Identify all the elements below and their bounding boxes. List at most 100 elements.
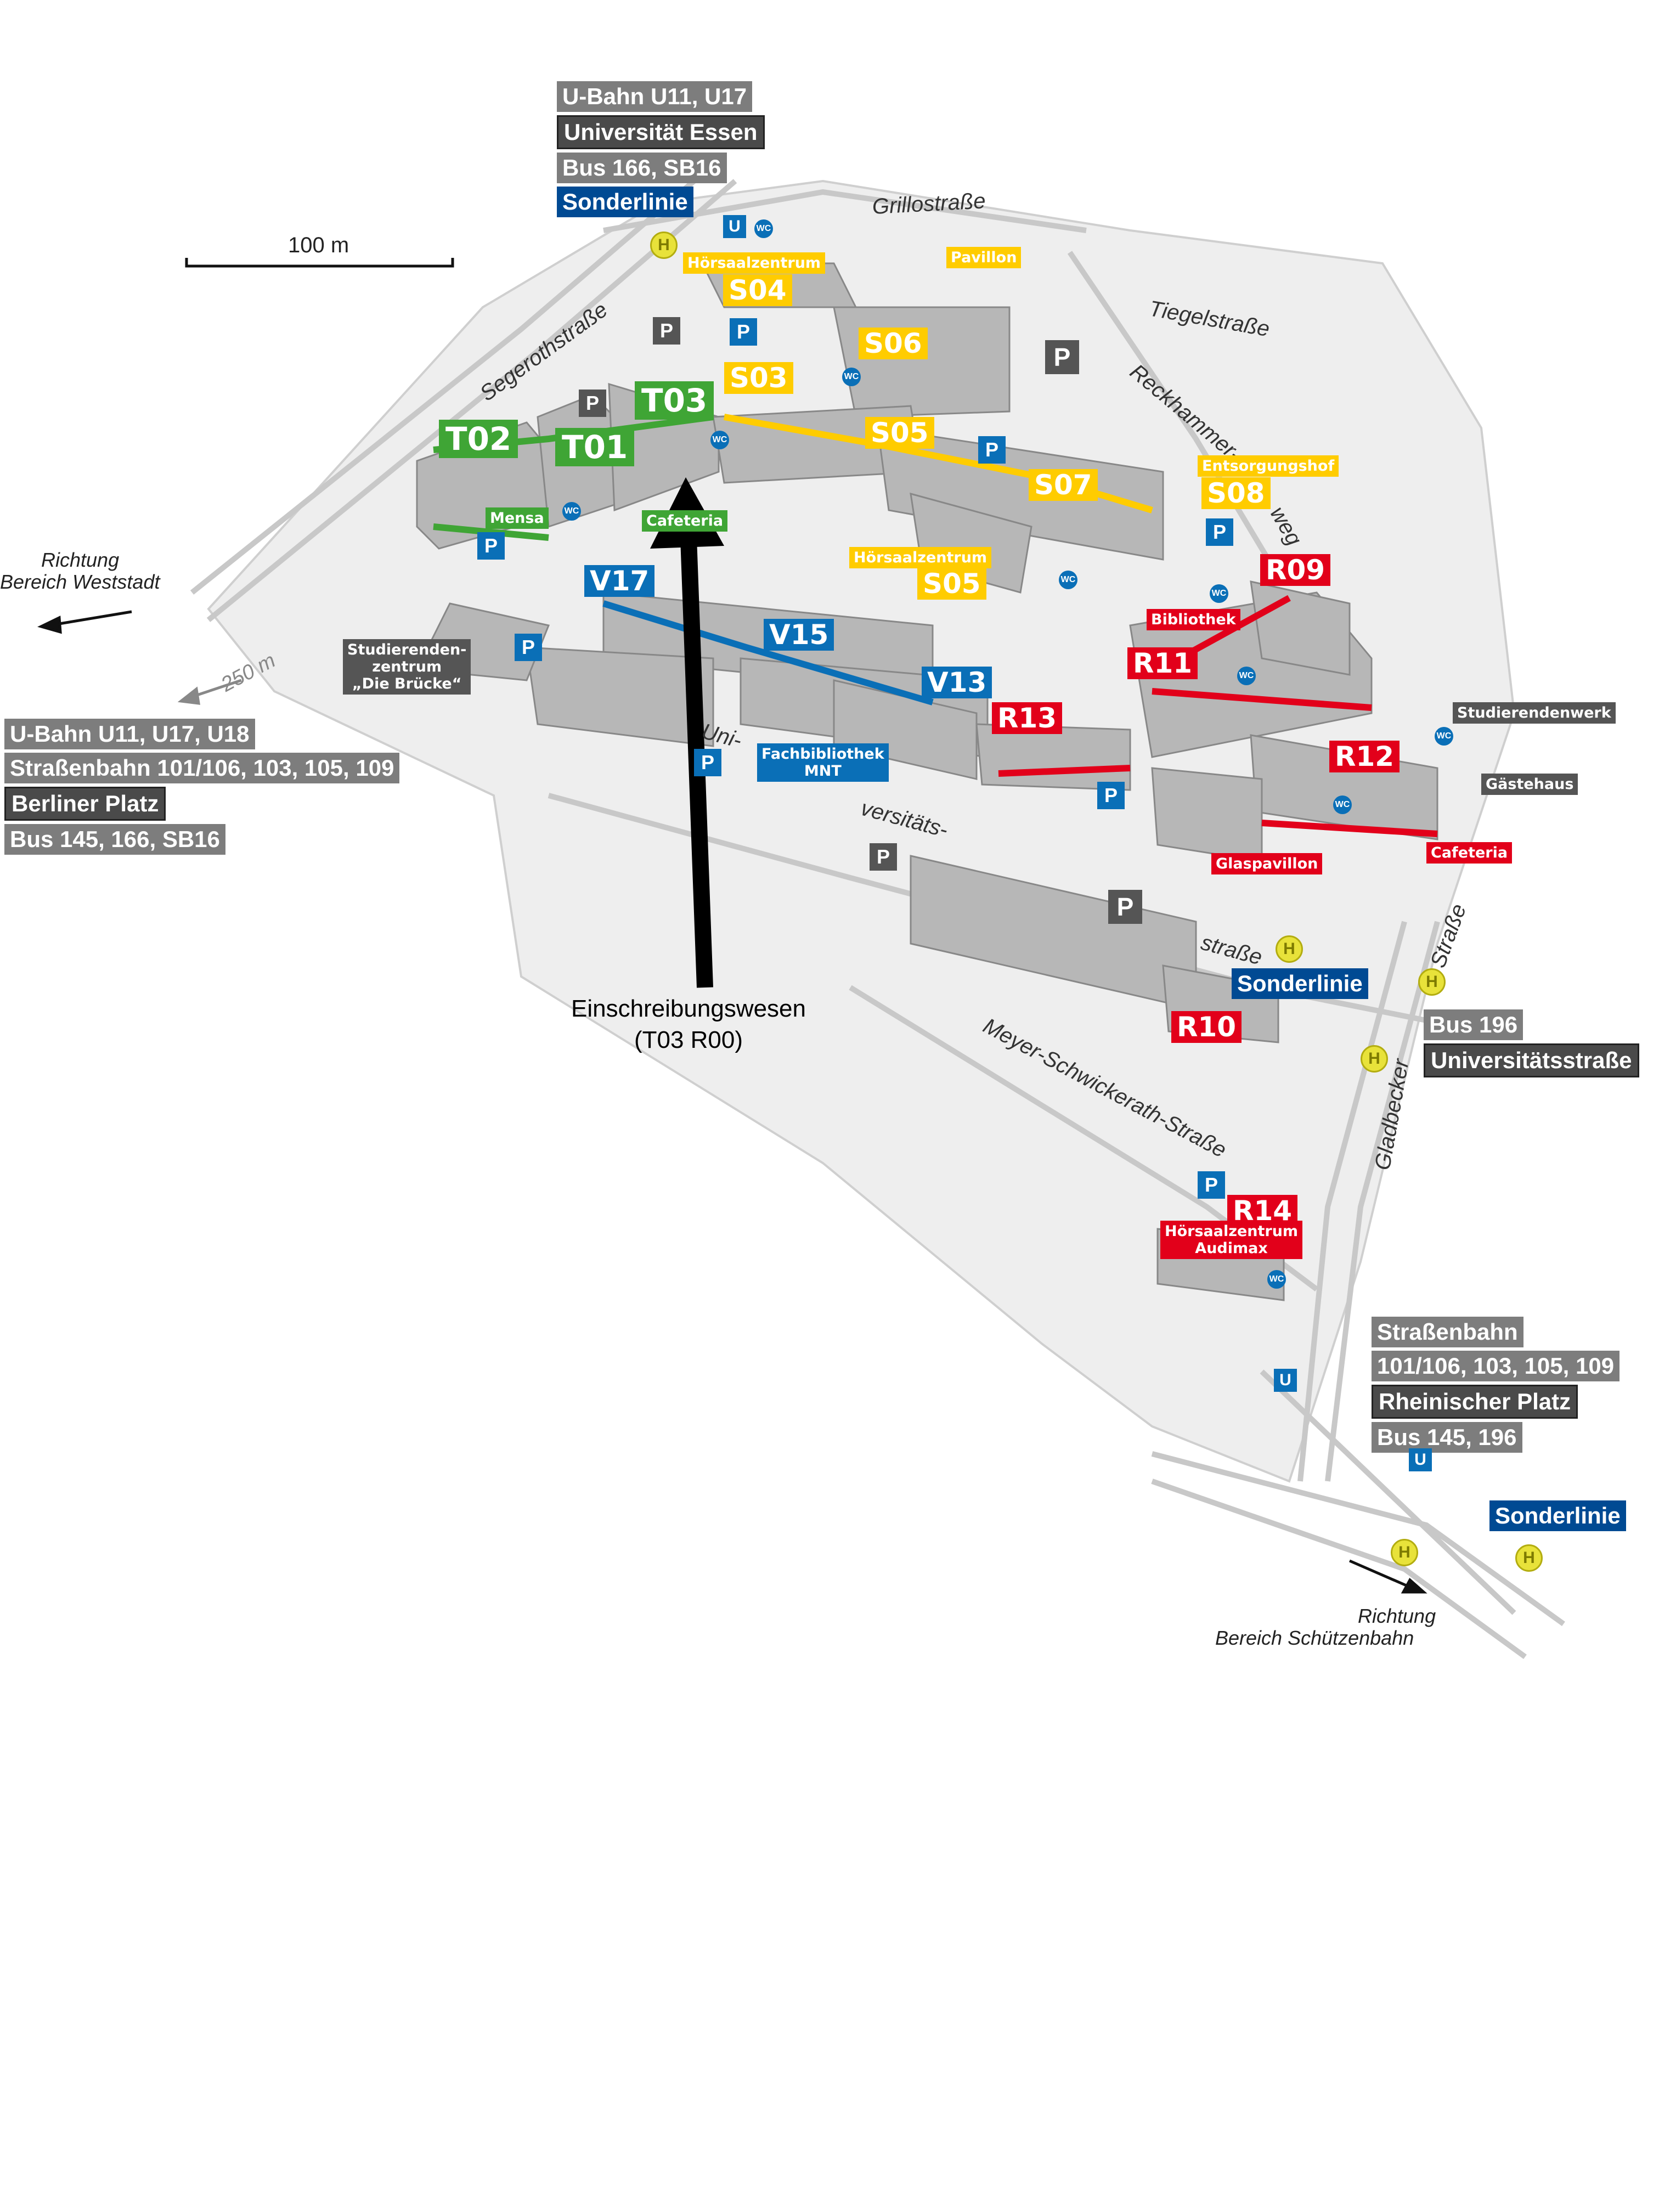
transit-top: U-Bahn U11, U17 Universität Essen Bus 16… [557,81,765,221]
transit-top-3: Bus 166, SB16 [557,153,727,183]
parking-accessible-icon: P [978,436,1006,464]
label-hoersaal-r14-1: Hörsaalzentrum [1165,1223,1299,1240]
building-r10[interactable]: R10 [1171,1011,1242,1043]
transit-left-2: Straßenbahn 101/106, 103, 105, 109 [4,753,400,783]
transit-bottom-right-2: 101/106, 103, 105, 109 [1372,1351,1620,1381]
bus-stop-icon: H [1515,1544,1543,1572]
label-entsorgungshof: Entsorgungshof [1198,455,1339,477]
direction-west-line1: Richtung [41,549,120,571]
scale-label: 100 m [288,233,349,257]
scale-bar [185,258,454,268]
label-studierendenwerk: Studierendenwerk [1453,702,1616,724]
building-t03[interactable]: T03 [635,381,714,420]
building-s08[interactable]: S08 [1201,477,1271,509]
building-r12[interactable]: R12 [1329,741,1400,772]
label-mensa: Mensa [486,507,549,529]
parking-icon: P [870,843,897,871]
transit-top-4: Sonderlinie [557,187,693,217]
label-fachbibliothek-2: MNT [804,763,842,780]
label-glaspavillon: Glaspavillon [1211,853,1323,875]
parking-accessible-icon: P [730,318,757,346]
label-cafeteria-t: Cafeteria [642,510,728,532]
wc-icon: WC [710,431,729,449]
parking-accessible-icon: P [1198,1171,1225,1199]
direction-west-line2: Bereich Weststadt [0,571,160,593]
parking-accessible-icon: P [477,532,505,560]
ubahn-icon: U [1274,1369,1297,1392]
transit-left-1: U-Bahn U11, U17, U18 [4,719,255,749]
transit-bottom-right: Straßenbahn 101/106, 103, 105, 109 Rhein… [1372,1317,1620,1456]
label-hoersaal-s05: Hörsaalzentrum [849,547,992,569]
roads [190,162,1565,1660]
building-v13[interactable]: V13 [922,667,992,698]
parking-icon: P [579,390,606,417]
ubahn-icon: U [1409,1448,1432,1471]
parking-icon: P [653,317,680,345]
label-hoersaal-r14: Hörsaalzentrum Audimax [1160,1221,1303,1260]
transit-top-2: Universität Essen [557,115,765,149]
transit-left-3: Berliner Platz [4,787,166,821]
parking-icon: P [1108,890,1142,924]
building-s06[interactable]: S06 [859,328,928,359]
wc-icon: WC [1059,571,1077,589]
wc-icon: WC [1237,667,1256,685]
building-v15[interactable]: V15 [764,619,834,651]
label-studierendenzentrum: Studierenden- zentrum „Die Brücke“ [343,639,471,695]
building-r09[interactable]: R09 [1260,554,1331,586]
label-fachbibliothek-1: Fachbibliothek [761,746,884,763]
transit-bottom-right-4: Bus 145, 196 [1372,1422,1522,1453]
building-s03[interactable]: S03 [724,362,793,394]
ubahn-icon: U [723,215,746,238]
annotation-enrollment: Einschreibungswesen (T03 R00) [543,993,834,1056]
label-fachbibliothek: Fachbibliothek MNT [757,743,889,782]
building-v17[interactable]: V17 [584,565,655,597]
label-studierendenzentrum-3: „Die Brücke“ [352,675,462,693]
bus-stop-icon: H [1276,935,1303,963]
building-s07[interactable]: S07 [1029,469,1098,501]
transit-top-1: U-Bahn U11, U17 [557,81,753,112]
building-r11[interactable]: R11 [1127,647,1198,679]
label-studierendenzentrum-1: Studierenden- [347,641,467,658]
transit-right-mid-2: Universitätsstraße [1424,1043,1639,1077]
parking-icon: P [1045,340,1079,374]
parking-accessible-icon: P [1097,782,1125,809]
label-gaestehaus: Gästehaus [1481,774,1578,795]
bus-stop-icon: H [1391,1539,1418,1566]
transit-bottom-right-3: Rheinischer Platz [1372,1385,1578,1419]
wc-icon: WC [842,368,861,386]
transit-sonderlinie-bottom: Sonderlinie [1489,1500,1626,1534]
wc-icon: WC [562,502,581,521]
parking-accessible-icon: P [1206,518,1233,546]
building-s05-north[interactable]: S05 [865,417,934,449]
direction-south-line1: Richtung [1358,1605,1436,1627]
wc-icon: WC [754,219,773,238]
parking-accessible-icon: P [515,634,542,661]
label-studierendenzentrum-2: zentrum [372,658,442,676]
annotation-line2: (T03 R00) [634,1026,743,1054]
label-pavillon: Pavillon [946,247,1022,269]
direction-arrows [37,610,1427,1594]
bus-stop-icon: H [1361,1045,1388,1073]
transit-sonderlinie-bottom-label: Sonderlinie [1489,1500,1626,1531]
building-s04[interactable]: S04 [723,274,792,306]
direction-south-line2: Bereich Schützenbahn [1215,1627,1414,1649]
building-r13[interactable]: R13 [992,702,1063,734]
transit-sonderlinie-mid-label: Sonderlinie [1232,968,1368,999]
parking-accessible-icon: P [694,749,721,776]
label-cafeteria-r: Cafeteria [1426,842,1513,864]
transit-bottom-right-1: Straßenbahn [1372,1317,1523,1347]
wc-icon: WC [1267,1270,1286,1289]
transit-left-4: Bus 145, 166, SB16 [4,824,225,855]
annotation-line1: Einschreibungswesen [571,995,806,1022]
label-bibliothek: Bibliothek [1147,609,1240,631]
label-hoersaal-r14-2: Audimax [1195,1240,1268,1257]
transit-sonderlinie-mid: Sonderlinie [1232,968,1368,1002]
transit-right-mid: Bus 196 Universitätsstraße [1424,1009,1639,1081]
building-t02[interactable]: T02 [439,420,518,458]
transit-right-mid-1: Bus 196 [1424,1009,1523,1040]
building-t01[interactable]: T01 [555,428,635,466]
wc-icon: WC [1435,727,1453,746]
building-s05-south[interactable]: S05 [917,568,986,600]
transit-left: U-Bahn U11, U17, U18 Straßenbahn 101/106… [4,719,400,858]
